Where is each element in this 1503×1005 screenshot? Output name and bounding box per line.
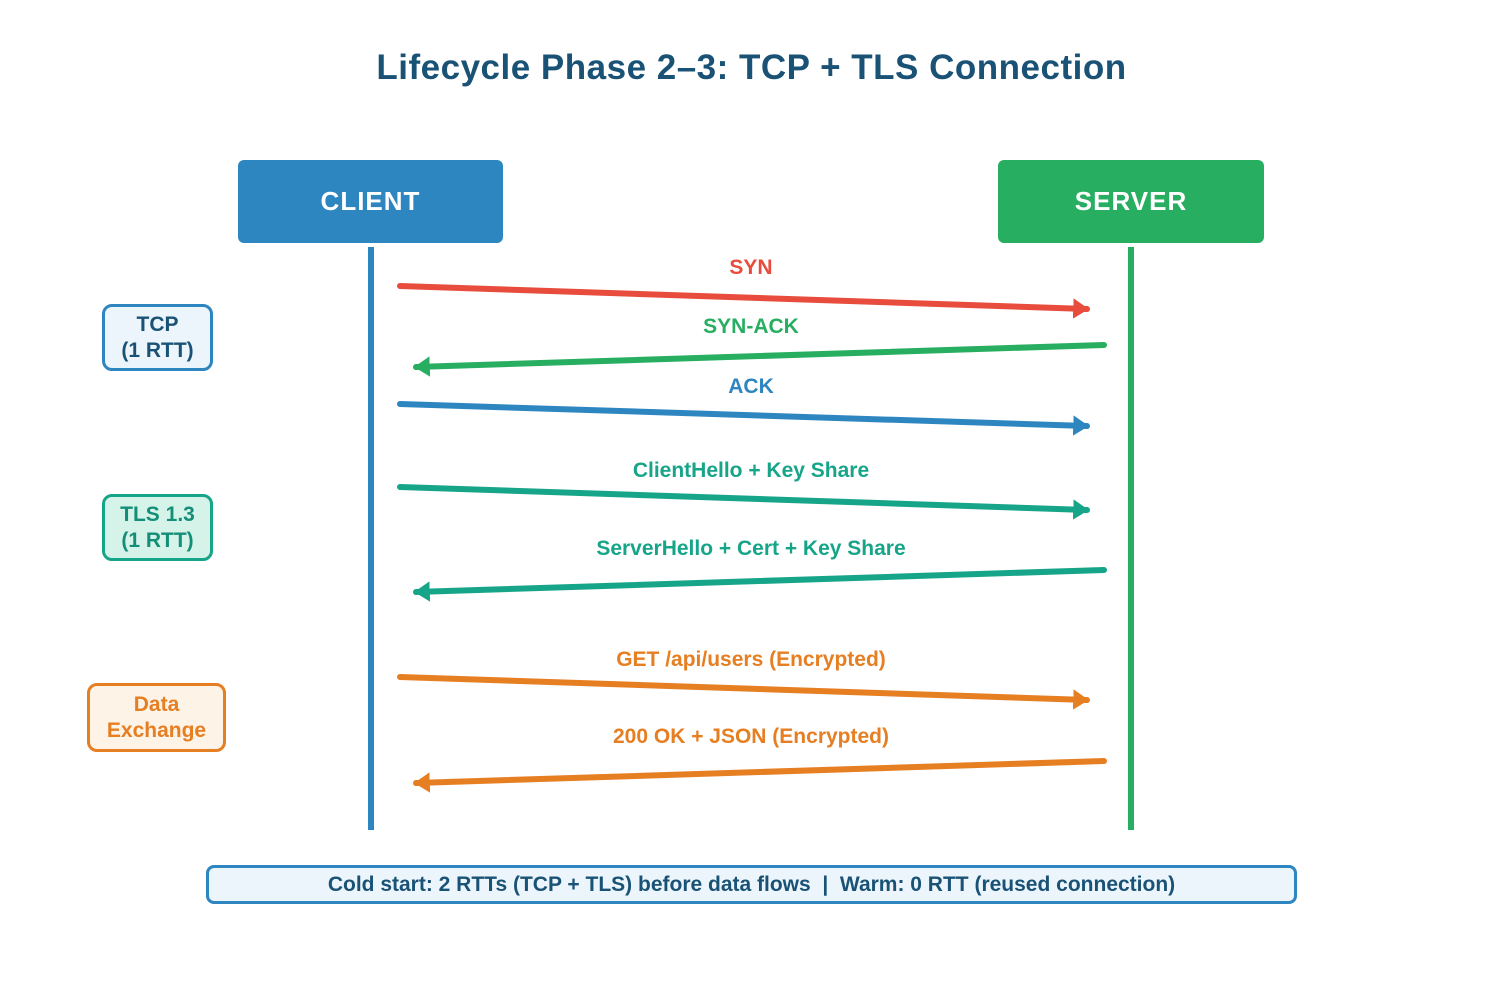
phase-badge-data-exchange: Data Exchange — [87, 683, 226, 752]
arrow-serverhello — [413, 567, 1107, 602]
message-label-clienthello: ClientHello + Key Share — [632, 459, 870, 482]
phase-tls-line1: TLS 1.3 — [120, 502, 195, 526]
actor-server-box: SERVER — [998, 160, 1264, 243]
arrow-ack — [397, 401, 1090, 436]
message-label-syn-ack: SYN-ACK — [703, 315, 799, 338]
arrow-clienthello — [397, 484, 1090, 520]
arrow-syn-ack — [413, 342, 1107, 377]
arrow-syn — [397, 283, 1090, 319]
footer-note: Cold start: 2 RTTs (TCP + TLS) before da… — [206, 865, 1297, 904]
message-label-get-request: GET /api/users (Encrypted) — [616, 648, 886, 671]
arrow-200-response — [413, 758, 1107, 793]
client-lifeline — [368, 247, 374, 830]
phase-tcp-line2: (1 RTT) — [121, 338, 194, 362]
phase-badge-tls: TLS 1.3 (1 RTT) — [102, 494, 213, 561]
phase-tls-line2: (1 RTT) — [121, 528, 194, 552]
actor-server-label: SERVER — [1074, 186, 1188, 216]
page-title: Lifecycle Phase 2–3: TCP + TLS Connectio… — [376, 48, 1127, 87]
actor-client-label: CLIENT — [320, 186, 421, 216]
message-label-ack: ACK — [728, 375, 774, 398]
message-label-200-response: 200 OK + JSON (Encrypted) — [612, 725, 889, 748]
message-label-syn: SYN — [729, 256, 773, 279]
phase-tcp-line1: TCP — [136, 312, 179, 336]
phase-data-line1: Data — [133, 692, 180, 716]
actor-client-box: CLIENT — [238, 160, 503, 243]
message-label-serverhello: ServerHello + Cert + Key Share — [596, 537, 906, 560]
phase-data-line2: Exchange — [106, 718, 207, 742]
phase-badge-tcp: TCP (1 RTT) — [102, 304, 213, 371]
arrow-get-request — [397, 674, 1090, 710]
server-lifeline — [1128, 247, 1134, 830]
